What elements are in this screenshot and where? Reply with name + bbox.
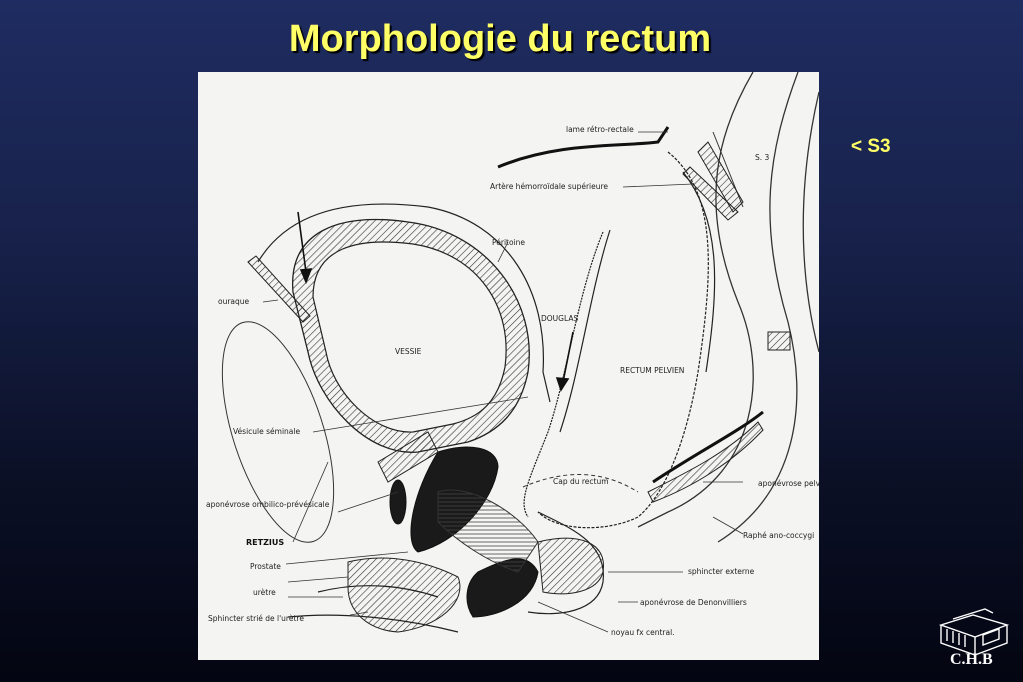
chb-logo-icon xyxy=(938,608,1010,656)
anatomy-figure: lame rétro-rectale S. 3 Artère hémorroïd… xyxy=(198,72,819,660)
label-noyau: noyau fx central. xyxy=(611,628,675,637)
label-douglas: DOUGLAS xyxy=(541,314,578,323)
label-rectum-pelvien: RECTUM PELVIEN xyxy=(620,366,684,375)
prostate-region xyxy=(347,431,605,633)
sacrum-outline xyxy=(637,72,819,543)
sacral-vessel xyxy=(682,141,791,351)
label-s3: S. 3 xyxy=(755,153,770,162)
label-ouraque: ouraque xyxy=(218,297,250,306)
rectum-cap-dashed xyxy=(522,474,639,493)
label-vesicule: Vésicule séminale xyxy=(233,427,300,436)
s3-annotation: < S3 xyxy=(851,136,891,157)
label-peritoine: Péritoine xyxy=(492,238,525,247)
leader-lines xyxy=(262,131,744,633)
label-cap: Cap du rectum xyxy=(553,477,609,486)
coccygeal-muscles xyxy=(647,410,764,503)
label-prostate: Prostate xyxy=(250,562,281,571)
arrows xyxy=(297,211,574,392)
label-denonvilliers: aponévrose de Denonvilliers xyxy=(640,598,747,607)
bladder xyxy=(292,218,530,453)
seminal-vesicle-outline xyxy=(221,321,335,543)
slide-title: Morphologie du rectum xyxy=(288,18,712,60)
anal-canal xyxy=(287,511,604,633)
label-retzius: RETZIUS xyxy=(246,538,284,547)
label-raphe: Raphé ano-coccygi xyxy=(743,531,814,540)
peritoneum xyxy=(257,203,551,403)
label-sphincter-strie: Sphincter strié de l'urètre xyxy=(208,614,304,623)
label-uretre: urètre xyxy=(253,588,276,597)
label-aponevrose-pelv: aponévrose pelv xyxy=(758,479,819,488)
urachus xyxy=(247,255,311,323)
label-vessie: VESSIE xyxy=(395,347,422,356)
retro-rectal-lamina xyxy=(497,126,670,169)
rectum-wall xyxy=(523,151,716,529)
label-artere: Artère hémorroïdale supérieure xyxy=(490,182,608,191)
logo-text: C.H.B xyxy=(950,651,993,668)
label-lame: lame rétro-rectale xyxy=(566,125,634,134)
label-aponevrose-ombilico: aponévrose ombilico-prévésicale xyxy=(206,500,330,509)
label-sphincter-externe: sphincter externe xyxy=(688,567,755,576)
